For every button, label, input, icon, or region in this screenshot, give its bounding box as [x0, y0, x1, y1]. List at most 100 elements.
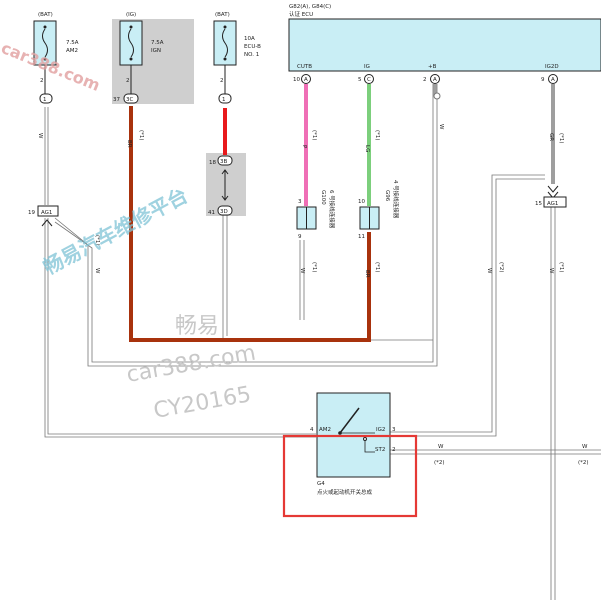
watermark-cn: 畅易: [175, 314, 219, 339]
svg-text:2: 2: [423, 77, 427, 83]
svg-text:9: 9: [298, 234, 302, 240]
svg-text:(*2): (*2): [498, 262, 504, 273]
ecu-terminal-ig: IG 5 C: [358, 64, 374, 84]
svg-text:NO. 1: NO. 1: [244, 52, 259, 58]
svg-text:(*1): (*1): [558, 262, 564, 273]
ecu-name: 认证 ECU: [289, 10, 313, 18]
svg-text:IG: IG: [364, 64, 370, 70]
svg-text:IG2: IG2: [376, 427, 385, 433]
watermark-brand: 畅易汽车维修平台: [39, 183, 192, 279]
svg-text:P: P: [301, 145, 307, 149]
svg-text:2: 2: [392, 447, 396, 453]
ecu-ref: G82(A), G84(C): [289, 4, 331, 10]
svg-text:A: A: [304, 77, 308, 83]
svg-text:(*1): (*1): [374, 262, 380, 273]
svg-text:G4: G4: [317, 481, 325, 487]
svg-text:(*1): (*1): [94, 235, 100, 246]
svg-text:(*2): (*2): [578, 460, 589, 466]
svg-text:C: C: [367, 77, 371, 83]
svg-text:3D: 3D: [220, 209, 228, 215]
svg-text:15: 15: [535, 201, 542, 207]
svg-text:点火或起动机开关总成: 点火或起动机开关总成: [317, 488, 373, 496]
svg-text:G96: G96: [384, 190, 390, 202]
svg-text:10: 10: [293, 77, 300, 83]
svg-text:AM2: AM2: [66, 48, 78, 54]
svg-text:37: 37: [113, 97, 120, 103]
svg-text:1: 1: [222, 97, 226, 103]
svg-text:W: W: [37, 133, 43, 139]
svg-text:41: 41: [208, 210, 215, 216]
svg-text:BR: BR: [364, 270, 370, 278]
fuse-am2: (BAT) 7.5A AM2 2 1: [33, 12, 79, 104]
svg-text:AG1: AG1: [547, 201, 558, 207]
connector-g96: 10 11 G96 4 号接线连接器: [358, 180, 400, 240]
svg-text:10: 10: [358, 199, 365, 205]
svg-text:4: 4: [310, 427, 314, 433]
svg-text:W: W: [548, 268, 554, 274]
svg-text:W: W: [94, 268, 100, 274]
svg-text:(*1): (*1): [374, 130, 380, 141]
watermark-code: CY20165: [152, 382, 253, 424]
svg-text:2: 2: [40, 78, 44, 84]
svg-text:(*1): (*1): [311, 262, 317, 273]
svg-text:IGN: IGN: [151, 48, 161, 54]
svg-text:(BAT): (BAT): [38, 12, 53, 18]
svg-text:2: 2: [220, 78, 224, 84]
wire-labels: P (*1) LG (*1) BR (*1) GR (*1) W BR (*1)…: [37, 124, 589, 466]
svg-text:A: A: [433, 77, 437, 83]
svg-text:ST2: ST2: [375, 447, 385, 453]
ecu-terminal-cutb: CUTB 10 A: [293, 64, 312, 84]
svg-text:(BAT): (BAT): [215, 12, 230, 18]
svg-text:(IG): (IG): [126, 12, 136, 18]
wire-brown: [129, 106, 371, 342]
svg-text:W: W: [582, 444, 588, 450]
svg-text:3: 3: [298, 199, 302, 205]
svg-text:2: 2: [126, 78, 130, 84]
wire-loop: [433, 92, 441, 100]
svg-text:W: W: [438, 124, 444, 130]
fuse-ign: (IG) 7.5A IGN 2 37 3C: [113, 12, 164, 104]
svg-text:7.5A: 7.5A: [151, 40, 164, 46]
junction-3b: 18 3B 41 3D: [208, 155, 233, 216]
svg-text:GR: GR: [548, 133, 554, 141]
svg-text:11: 11: [358, 234, 365, 240]
svg-text:9: 9: [541, 77, 545, 83]
fuse-ecu-b: (BAT) 10A ECU-B NO. 1 2 1: [213, 12, 261, 104]
svg-text:7.5A: 7.5A: [66, 40, 79, 46]
ecu-terminal-b: +B 2 A: [423, 64, 440, 84]
svg-text:(*1): (*1): [558, 133, 564, 144]
svg-text:IG2D: IG2D: [545, 64, 559, 70]
svg-text:5: 5: [358, 77, 362, 83]
svg-text:AG1: AG1: [41, 210, 52, 216]
svg-text:ECU-B: ECU-B: [244, 44, 261, 50]
svg-text:3B: 3B: [220, 159, 227, 165]
watermark-url2: car388.com: [125, 341, 258, 388]
svg-text:19: 19: [28, 210, 35, 216]
ecu-box: [288, 18, 601, 72]
svg-text:W: W: [299, 268, 305, 274]
svg-text:+B: +B: [428, 64, 437, 70]
ecu-terminal-ig2d: IG2D 9 A: [541, 64, 559, 84]
svg-text:W: W: [486, 268, 492, 274]
svg-text:W: W: [438, 444, 444, 450]
svg-text:(*1): (*1): [311, 130, 317, 141]
svg-text:10A: 10A: [244, 36, 255, 42]
svg-text:3C: 3C: [126, 97, 133, 103]
svg-text:A: A: [551, 77, 555, 83]
svg-text:4 号接线连接器: 4 号接线连接器: [392, 180, 400, 219]
svg-text:1: 1: [43, 97, 47, 103]
highlight-box: [282, 434, 418, 518]
junction-ag1-right: 15 AG1: [535, 185, 567, 208]
ignition-switch: 4 AM2 IG2 3 ST2 2 G4 点火或起动机开关总成: [310, 392, 396, 496]
svg-text:(*2): (*2): [434, 460, 445, 466]
svg-text:AM2: AM2: [319, 427, 331, 433]
svg-text:6 号接线连接器: 6 号接线连接器: [328, 190, 336, 229]
svg-text:3: 3: [392, 427, 396, 433]
junction-ag1-left: 19 AG1: [28, 205, 59, 227]
svg-text:G100: G100: [320, 190, 326, 205]
svg-text:BR: BR: [126, 140, 132, 148]
svg-text:LG: LG: [364, 145, 370, 152]
svg-text:(*1): (*1): [138, 130, 144, 141]
connector-g100: 3 9 G100 6 号接线连接器: [296, 190, 336, 240]
